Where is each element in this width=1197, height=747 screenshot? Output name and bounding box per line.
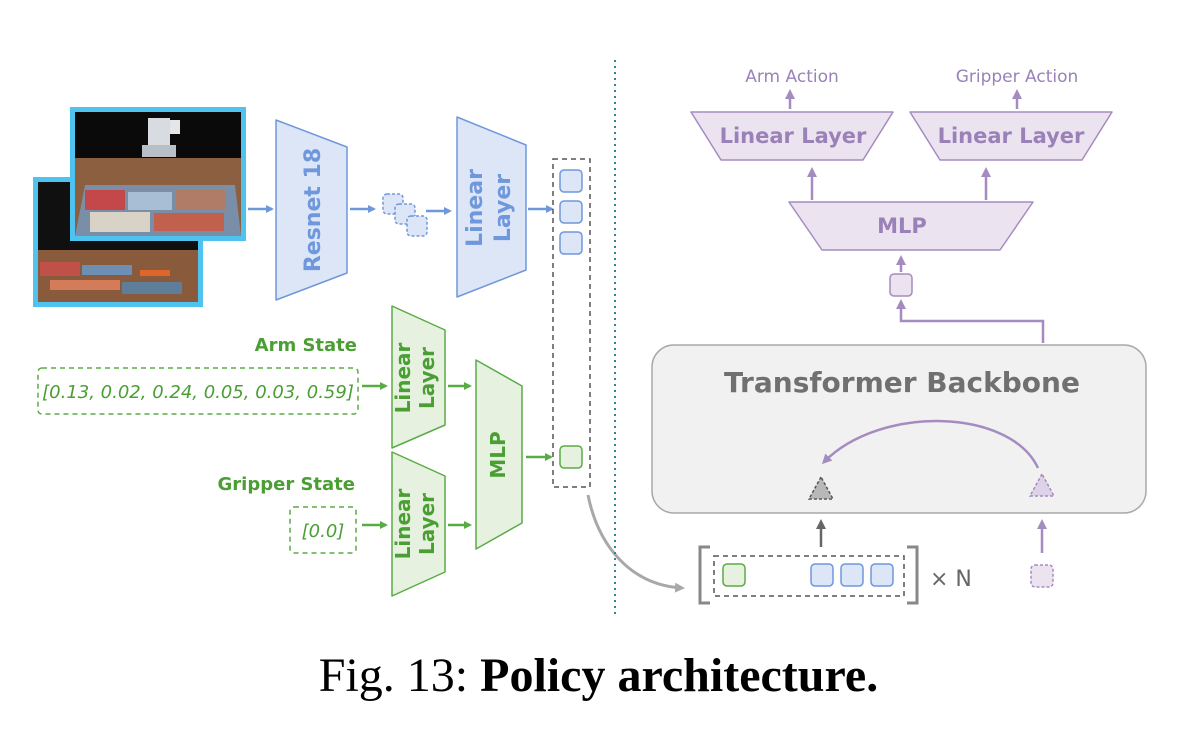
arrow-tokens-to-sequence	[586, 494, 685, 593]
action-mlp-block	[788, 201, 1034, 251]
policy-architecture-diagram: Resnet 18 Linear Layer Arm State [0.13, …	[33, 60, 1147, 616]
sequence-bracket-left	[698, 545, 710, 605]
linear-layer-vision-label-1: Linear	[463, 169, 488, 247]
vision-token	[559, 231, 583, 255]
arm-state-value: [0.13, 0.02, 0.24, 0.05, 0.03, 0.59]	[42, 382, 354, 403]
token-sequence	[713, 555, 905, 597]
transformer-backbone-label: Transformer Backbone	[724, 366, 1080, 399]
arm-linear-layer-label: Linear Layer	[720, 124, 867, 148]
sequence-vision-token	[810, 563, 834, 587]
state-token	[559, 445, 583, 469]
linear-layer-gripper-label-1: Linear	[391, 488, 415, 559]
caption-prefix: Fig. 13:	[318, 649, 481, 702]
camera-image-front	[70, 107, 246, 241]
linear-layer-vision-block	[456, 116, 527, 298]
gripper-action-label: Gripper Action	[956, 67, 1079, 87]
transformer-backbone-block	[651, 344, 1147, 514]
query-token-icon	[807, 475, 835, 500]
gripper-linear-layer-label: Linear Layer	[938, 124, 1085, 148]
vision-token	[559, 169, 583, 193]
gripper-linear-layer-block	[909, 111, 1113, 161]
gripper-state-box	[289, 506, 357, 554]
gripper-state-title: Gripper State	[218, 474, 355, 495]
linear-layer-arm-label-2: Layer	[415, 347, 439, 409]
sequence-vision-token	[840, 563, 864, 587]
arm-state-box	[37, 367, 359, 415]
sequence-bracket-right	[907, 545, 919, 605]
arrow-backbone-to-token	[896, 299, 1045, 343]
attention-arrow	[821, 419, 1040, 469]
resnet-block	[275, 119, 348, 301]
linear-layer-gripper-label-2: Layer	[415, 493, 439, 555]
sequence-state-token	[722, 563, 746, 587]
arm-state-title: Arm State	[255, 335, 357, 356]
linear-layer-arm-label-1: Linear	[391, 342, 415, 413]
action-token	[1030, 564, 1054, 588]
output-token	[889, 273, 913, 297]
vision-token	[559, 200, 583, 224]
linear-layer-arm-block	[391, 305, 446, 449]
caption-title: Policy architecture.	[480, 649, 879, 702]
sequence-vision-token	[870, 563, 894, 587]
action-query-icon	[1028, 472, 1056, 497]
state-mlp-label: MLP	[486, 431, 510, 478]
gripper-state-value: [0.0]	[302, 521, 345, 542]
feature-map-icon	[382, 193, 428, 237]
figure-caption: Fig. 13: Policy architecture.	[0, 648, 1197, 703]
repeat-label: × N	[930, 567, 972, 592]
state-mlp-block	[475, 359, 523, 550]
arm-action-label: Arm Action	[745, 67, 839, 87]
token-column	[552, 158, 591, 488]
action-mlp-label: MLP	[877, 214, 927, 238]
linear-layer-gripper-block	[391, 451, 446, 597]
arm-linear-layer-block	[690, 111, 894, 161]
linear-layer-vision-label-2: Layer	[491, 174, 516, 242]
resnet-label: Resnet 18	[301, 148, 326, 272]
